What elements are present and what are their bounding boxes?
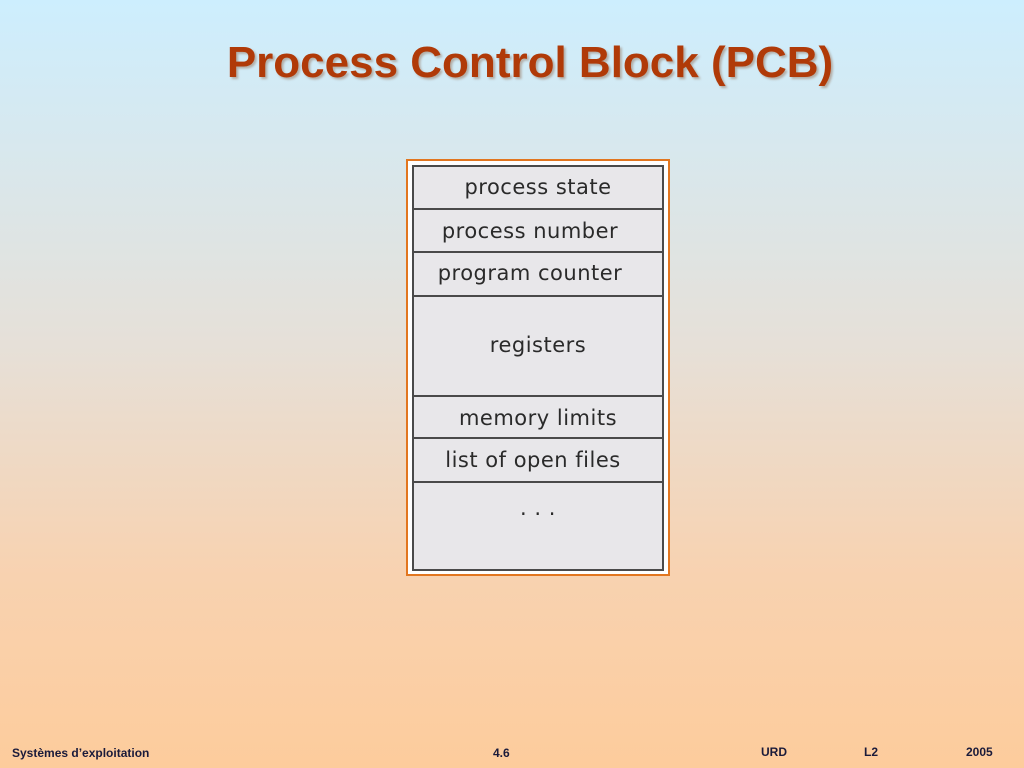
pcb-row-label: program counter — [437, 261, 623, 285]
pcb-row-label: . . . — [520, 496, 556, 520]
pcb-diagram: process state process number program cou… — [412, 165, 664, 571]
footer-org: URD — [761, 745, 787, 759]
pcb-row-label: process number — [441, 219, 619, 243]
slide-title: Process Control Block (PCB) — [226, 38, 834, 87]
pcb-row-label: memory limits — [458, 406, 618, 430]
footer-course: Systèmes d’exploitation — [12, 746, 150, 760]
pcb-row-program-counter: program counter — [414, 253, 662, 297]
pcb-row-registers: registers — [414, 297, 662, 397]
footer-level: L2 — [864, 745, 879, 759]
pcb-row-memory-limits: memory limits — [414, 397, 662, 439]
pcb-row-label: process state — [464, 175, 612, 199]
pcb-row-process-number: process number — [414, 210, 662, 253]
footer-page-number: 4.6 — [493, 746, 510, 760]
pcb-row-label: registers — [489, 333, 587, 357]
footer-year: 2005 — [966, 745, 993, 759]
pcb-row-ellipsis: . . . — [414, 483, 662, 569]
pcb-row-label: list of open files — [445, 448, 621, 472]
pcb-row-open-files: list of open files — [414, 439, 662, 483]
pcb-row-process-state: process state — [414, 167, 662, 210]
